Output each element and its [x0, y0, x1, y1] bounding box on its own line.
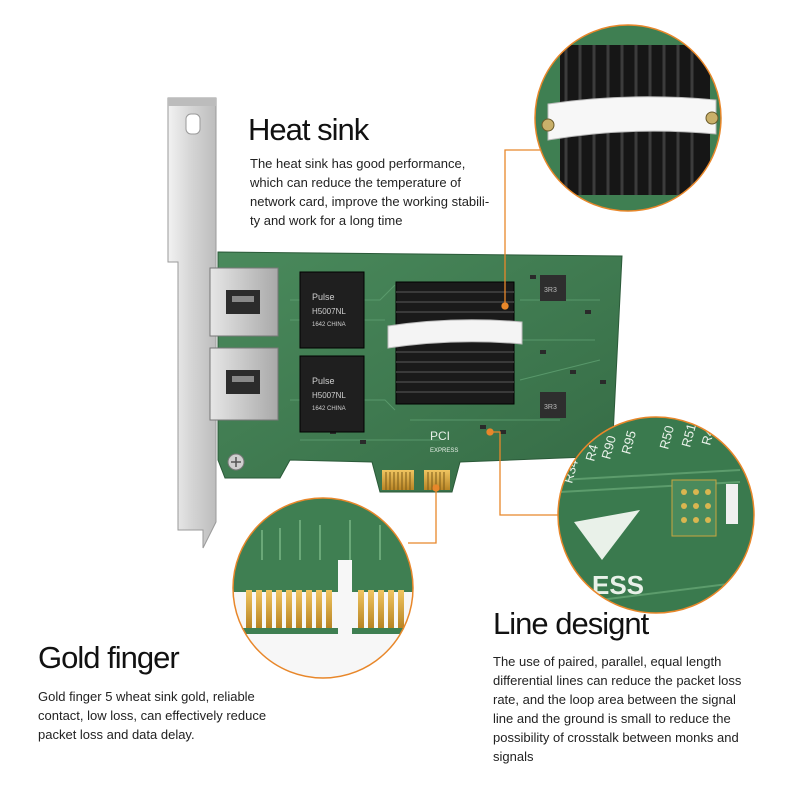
heat-sink-description: The heat sink has good performance, whic…: [250, 154, 489, 230]
callout-dot-heatsink: [501, 302, 509, 310]
gold-finger-description-line: contact, low loss, can effectively reduc…: [38, 708, 267, 723]
rj45-port-bottom: [209, 347, 279, 421]
rj45-port-top: [209, 267, 279, 337]
metal-bracket: [167, 97, 217, 549]
gold-finger-description-line: Gold finger 5 wheat sink gold, reliable: [38, 689, 255, 704]
inductor-top: 3R3: [540, 275, 566, 301]
line-design-description: The use of paired, parallel, equal lengt…: [493, 652, 741, 766]
resistor-label-r90: R90: [598, 434, 619, 461]
heat-sink-description-line: which can reduce the temperature of: [250, 175, 462, 190]
callout-dot-gold-finger: [432, 484, 440, 492]
heat-sink-description-line: ty and work for a long time: [250, 213, 403, 228]
gold-finger-connector: [382, 470, 450, 490]
zoom-circle-gold-finger: [232, 497, 414, 679]
heatsink: [387, 281, 523, 405]
line-design-description-line: possibility of crosstalk between monks a…: [493, 730, 739, 745]
via-grid: [671, 479, 717, 537]
line-design-description-line: signals: [493, 749, 534, 764]
gold-finger-title: Gold finger: [38, 640, 180, 675]
resistor-label-r51: R51: [678, 422, 699, 449]
chip-bottom-brand: Pulse: [312, 376, 335, 386]
gold-finger-description-line: packet loss and data delay.: [38, 727, 195, 742]
express-label: EXPRESS: [430, 448, 458, 454]
callout-lines: [408, 149, 558, 544]
resistor-label-r95: R95: [618, 429, 639, 456]
resistor-label-r50: R50: [656, 424, 677, 451]
chip-top-brand: Pulse: [312, 292, 335, 302]
line-design-description-line: rate, and the loop area between the sign…: [493, 692, 736, 707]
callout-dot-line-design: [486, 428, 494, 436]
express-fragment: ESS: [592, 570, 644, 600]
zoom-circle-line-design: R34 R4 R90 R95 R50 R51 R4 ESS: [557, 416, 755, 614]
chip-bottom-model: H5007NL: [312, 391, 346, 400]
pci-label: PCI: [430, 429, 450, 443]
zoom-circle-heatsink: [534, 24, 722, 212]
inductor-top-label: 3R3: [544, 287, 557, 294]
transformer-chip-top: Pulse H5007NL 1642 CHINA: [299, 271, 365, 349]
line-design-description-line: line and the ground is small to reduce t…: [493, 711, 731, 726]
chip-bottom-code: 1642 CHINA: [312, 406, 346, 412]
heat-sink-description-line: network card, improve the working stabil…: [250, 194, 490, 209]
callout-line-gold-finger: [408, 488, 437, 544]
chip-top-code: 1642 CHINA: [312, 322, 346, 328]
callout-line-line-design: [490, 431, 558, 516]
heat-sink-description-line: The heat sink has good performance,: [250, 156, 466, 171]
line-design-description-line: The use of paired, parallel, equal lengt…: [493, 654, 722, 669]
line-design-description-line: differential lines can reduce the packet…: [493, 673, 742, 688]
resistor-label-r4: R4: [582, 443, 601, 463]
line-design-title: Line designt: [493, 606, 649, 641]
transformer-chip-bottom: Pulse H5007NL 1642 CHINA: [299, 355, 365, 433]
inductor-bottom-label: 3R3: [544, 404, 557, 411]
gold-finger-description: Gold finger 5 wheat sink gold, reliable …: [38, 687, 266, 744]
callout-line-heatsink: [504, 149, 540, 306]
inductor-bottom: 3R3: [540, 392, 566, 418]
chip-top-model: H5007NL: [312, 307, 346, 316]
heat-sink-title: Heat sink: [248, 112, 369, 147]
